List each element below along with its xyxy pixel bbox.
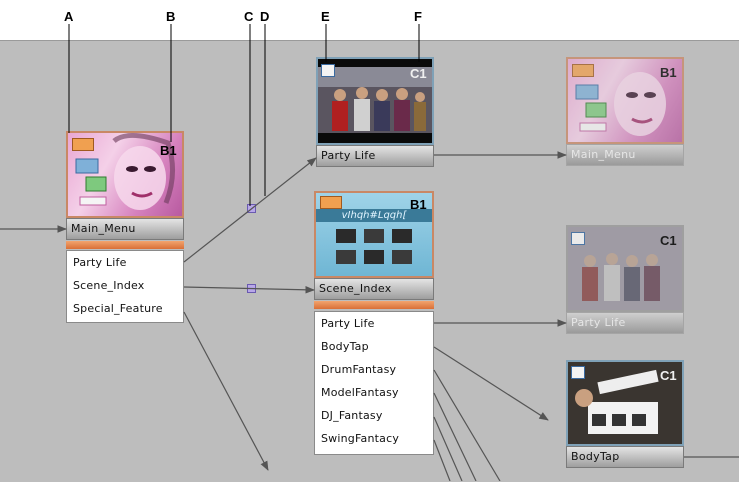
scene-button-party-life[interactable]: Party Life <box>321 317 375 330</box>
main-menu-button-bar <box>66 241 184 249</box>
menu-icon <box>572 64 594 77</box>
scene-button-drumfantasy[interactable]: DrumFantasy <box>321 363 397 376</box>
main-menu-ghost-thumbnail[interactable]: B1 <box>566 57 684 144</box>
main-menu-ghost-caption[interactable]: Main_Menu <box>566 144 684 166</box>
callout-e: E <box>321 9 330 24</box>
clapperboard-frame <box>568 362 682 444</box>
party-life-ghost-caption[interactable]: Party Life <box>566 312 684 334</box>
scene-index-button-bar <box>314 301 434 309</box>
party-video-frame <box>318 67 432 133</box>
link-square-icon[interactable] <box>247 284 256 293</box>
bodytap-caption[interactable]: BodyTap <box>566 446 684 468</box>
menu-button-party-life[interactable]: Party Life <box>73 256 127 269</box>
party-life-badge: C1 <box>410 66 427 81</box>
film-icon <box>571 232 585 245</box>
scene-button-dj-fantasy[interactable]: DJ_Fantasy <box>321 409 383 422</box>
party-life-ghost-badge: C1 <box>660 233 677 248</box>
bodytap-badge: C1 <box>660 368 677 383</box>
scene-index-button-list: Party Life BodyTap DrumFantasy ModelFant… <box>314 311 434 455</box>
face-artwork <box>75 133 175 210</box>
menu-icon <box>320 196 342 209</box>
main-menu-thumbnail[interactable]: B1 <box>66 131 184 218</box>
scene-grid <box>336 229 412 264</box>
main-menu-button-list: Party Life Scene_Index Special_Feature <box>66 250 184 323</box>
main-menu-caption[interactable]: Main_Menu <box>66 218 184 240</box>
callout-f: F <box>414 9 422 24</box>
scene-button-modelfantasy[interactable]: ModelFantasy <box>321 386 399 399</box>
callout-b: B <box>166 9 176 24</box>
link-square-icon[interactable] <box>247 204 256 213</box>
callout-c: C <box>244 9 254 24</box>
film-icon <box>571 366 585 379</box>
menu-button-special-feature[interactable]: Special_Feature <box>73 302 163 315</box>
callout-d: D <box>260 9 270 24</box>
main-menu-badge: B1 <box>160 143 177 158</box>
scene-button-bodytap[interactable]: BodyTap <box>321 340 369 353</box>
scene-index-badge: B1 <box>410 197 427 212</box>
scene-index-header: vIhqh#Lqqh[ <box>316 209 432 222</box>
menu-button-scene-index[interactable]: Scene_Index <box>73 279 145 292</box>
menu-icon <box>72 138 94 151</box>
party-video-frame <box>568 227 682 310</box>
party-life-ghost-thumbnail[interactable]: C1 <box>566 225 684 312</box>
main-menu-ghost-badge: B1 <box>660 65 677 80</box>
scene-index-caption[interactable]: Scene_Index <box>314 278 434 300</box>
scene-index-thumbnail[interactable]: vIhqh#Lqqh[ B1 <box>314 191 434 278</box>
scene-button-swingfantacy[interactable]: SwingFantacy <box>321 432 400 445</box>
film-icon <box>321 64 335 77</box>
party-life-caption[interactable]: Party Life <box>316 145 434 167</box>
party-life-thumbnail[interactable]: C1 <box>316 57 434 145</box>
face-artwork <box>575 72 666 136</box>
bodytap-thumbnail[interactable]: C1 <box>566 360 684 446</box>
callout-a: A <box>64 9 74 24</box>
